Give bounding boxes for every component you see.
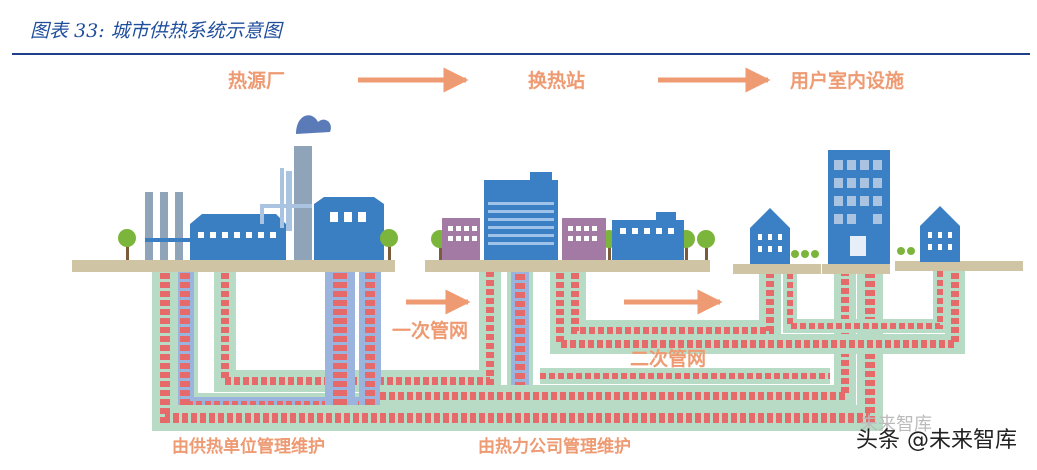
heating-system-diagram: 热源厂 换热站 用户室内设施	[72, 67, 1023, 457]
figure-title: 图表 33: 城市供热系统示意图	[30, 20, 282, 42]
user-buildings	[750, 150, 960, 264]
company-maintenance-label: 由热力公司管理维护	[478, 436, 631, 457]
header-rule	[12, 53, 1030, 55]
heat-unit-maintenance-label: 由供热单位管理维护	[172, 436, 325, 457]
heat-source-plant	[145, 115, 384, 260]
heat-exchange-station	[442, 172, 684, 260]
ground	[72, 260, 1023, 274]
stage-user-facilities-label: 用户室内设施	[790, 69, 904, 92]
primary-network-label: 一次管网	[392, 319, 468, 342]
secondary-network-label: 二次管网	[630, 347, 706, 370]
watermark-faint: 未来智库	[860, 414, 932, 435]
stage-heat-source-label: 热源厂	[228, 69, 285, 92]
secondary-pipe-network	[550, 264, 965, 354]
figure-header: 图表 33: 城市供热系统示意图	[0, 0, 1037, 56]
watermark-main: 头条 @未来智库	[856, 428, 1017, 453]
stage-exchange-station-label: 换热站	[528, 69, 585, 92]
